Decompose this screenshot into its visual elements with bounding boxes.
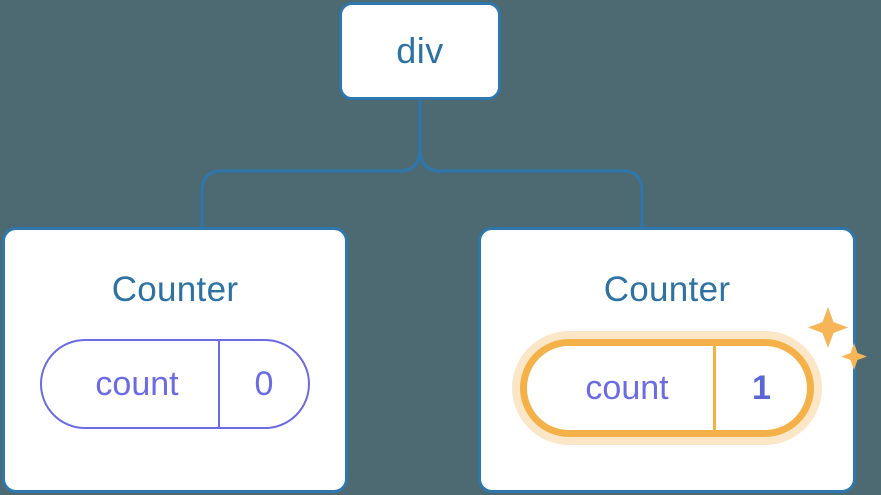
state-key-label: count [95, 365, 179, 403]
component-title: Counter [111, 270, 239, 309]
state-pill-wrapper-highlighted: count 1 [520, 307, 867, 437]
state-pill-wrapper: count 0 [40, 339, 310, 429]
connector-branch-right [418, 147, 644, 228]
component-card-counter-right[interactable]: Counter count 1 [478, 227, 867, 493]
component-title: Counter [603, 270, 731, 309]
sparkle-small-icon [841, 343, 867, 370]
component-card-counter-left[interactable]: Counter count 0 [2, 227, 348, 493]
state-pill-highlighted[interactable]: count 1 [520, 339, 814, 437]
connector-branch-left [200, 147, 422, 228]
root-node-div[interactable]: div [339, 2, 501, 100]
root-node-label: div [396, 30, 444, 71]
state-value-label: 1 [713, 346, 807, 430]
state-value-label: 0 [218, 341, 308, 427]
state-pill[interactable]: count 0 [40, 339, 310, 429]
sparkle-group [808, 307, 867, 370]
sparkle-large-icon [808, 307, 848, 348]
state-key-label: count [585, 369, 669, 407]
